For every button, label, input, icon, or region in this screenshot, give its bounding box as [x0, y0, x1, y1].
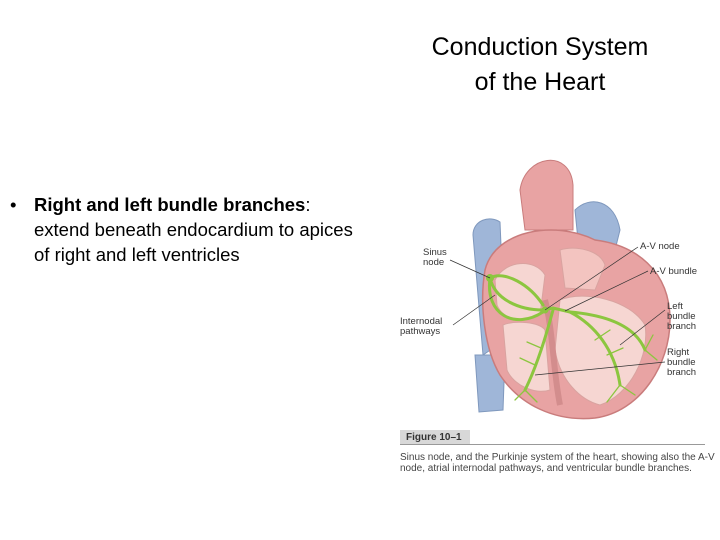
slide-title-line-1: Conduction System [431, 33, 649, 61]
label-av-node: A-V node [640, 241, 680, 252]
label-right-bundle-branch: Right bundle branch [667, 347, 697, 378]
purkinje-branch [644, 334, 654, 351]
leader-av-bundle [564, 270, 649, 312]
internodal-pathway-anterior [488, 274, 545, 307]
purkinje-branch [526, 341, 542, 349]
leader-right-branch [534, 361, 666, 376]
purkinje-branch [619, 384, 636, 396]
purkinje-branch [519, 357, 536, 366]
bullet-marker: • [10, 194, 17, 215]
right-ventricle [502, 321, 551, 392]
aorta [519, 159, 574, 231]
label-leader-lines [449, 246, 666, 376]
right-atrium [494, 263, 546, 321]
left-bundle-branch-path [568, 310, 622, 387]
purkinje-branch [606, 347, 624, 356]
purkinje-branch [644, 349, 658, 361]
figure-caption-label: Figure 10–1 [400, 430, 470, 445]
slide-title: Conduction System of the Heart [380, 30, 700, 100]
bullet-item: • Right and left bundle branches: extend… [10, 192, 370, 267]
purkinje-fibers [514, 329, 658, 403]
left-bundle-branch-path-2 [568, 310, 647, 352]
figure-caption-divider [400, 444, 705, 445]
purkinje-branch [606, 384, 621, 403]
right-bundle-branch-path [523, 308, 555, 392]
internodal-pathway-middle [488, 276, 545, 312]
heart-conduction-figure: Sinus node Internodal pathways A-V node … [395, 150, 720, 495]
slide-title-line-2: of the Heart [474, 68, 606, 96]
figure-caption-text: Sinus node, and the Purkinje system of t… [400, 452, 715, 474]
leader-sinus-node [449, 259, 491, 279]
label-left-bundle-branch: Left bundle branch [667, 301, 697, 332]
purkinje-branch [514, 389, 526, 401]
purkinje-branch [594, 329, 611, 341]
internodal-pathway-posterior [487, 276, 545, 322]
leader-left-branch [619, 309, 666, 346]
bullet-separator: : [305, 194, 311, 215]
sinus-node [486, 274, 494, 282]
leader-internodal [452, 294, 496, 326]
label-internodal-pathways: Internodal pathways [400, 316, 443, 337]
purkinje-branch [524, 389, 538, 403]
bullet-description: extend beneath endocardium to apices of … [34, 219, 353, 265]
left-ventricle [554, 295, 647, 406]
label-sinus-node: Sinus node [423, 247, 447, 268]
bullet-term: Right and left bundle branches [34, 194, 306, 215]
bullet-text: Right and left bundle branches: extend b… [34, 192, 370, 267]
leader-av-node [544, 246, 639, 311]
left-atrium [559, 247, 606, 291]
heart-illustration [449, 159, 671, 420]
label-av-bundle: A-V bundle [650, 266, 698, 277]
